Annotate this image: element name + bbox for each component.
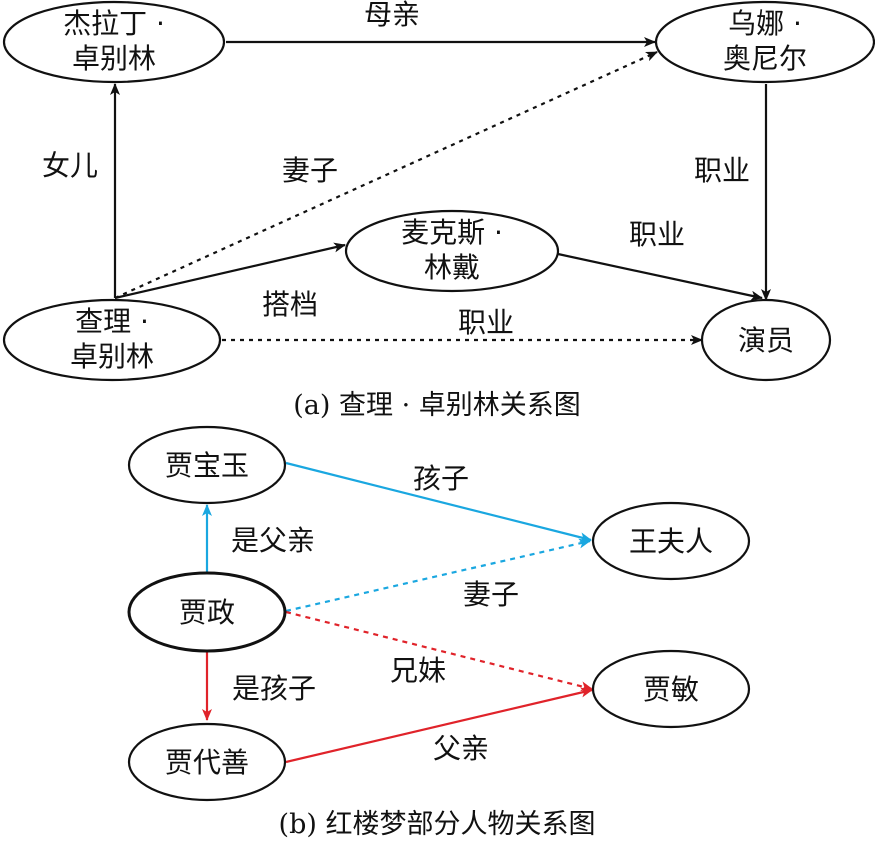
figure-a-edges (110, 37, 771, 345)
node-max-line1: 麦克斯 · (401, 216, 503, 249)
node-max-line2: 林戴 (424, 251, 480, 284)
node-charlie-line1: 查理 · (75, 305, 149, 338)
edge-label-father: 是父亲 (231, 524, 315, 557)
edge-charlie-to-oona (114, 50, 658, 300)
edge-zheng-to-min (285, 610, 593, 692)
node-oona-line1: 乌娜 · (728, 7, 802, 40)
caption-figure-b: (b) 红楼梦部分人物关系图 (279, 809, 596, 840)
node-baoyu-label: 贾宝玉 (165, 449, 249, 482)
edge-label-occupation-max: 职业 (629, 218, 685, 251)
node-baoyu: 贾宝玉 (127, 425, 287, 505)
edge-label-wife-a: 妻子 (282, 154, 338, 187)
node-jerald-line2: 卓别林 (72, 42, 156, 75)
node-daishan: 贾代善 (127, 722, 287, 802)
node-zheng: 贾政 (127, 571, 287, 653)
edge-label-mother: 母亲 (364, 0, 420, 31)
edge-baoyu-to-wang (285, 461, 592, 543)
edge-zheng-to-wang (285, 538, 591, 613)
edge-label-occupation-charlie: 职业 (458, 306, 514, 339)
node-actor: 演员 (700, 298, 832, 382)
caption-figure-a: (a) 查理 · 卓别林关系图 (293, 390, 581, 421)
node-oona: 乌娜 · 奥尼尔 (654, 0, 875, 84)
edge-label-dad: 父亲 (433, 732, 489, 765)
node-min: 贾敏 (591, 649, 751, 729)
node-jerald-line1: 杰拉丁 · (63, 7, 165, 40)
figure-b-edges (202, 461, 593, 764)
edge-max-to-actor (557, 252, 763, 301)
node-actor-label: 演员 (738, 324, 794, 357)
node-charlie-line2: 卓别林 (70, 340, 154, 373)
edge-label-wife-b: 妻子 (463, 578, 519, 611)
node-zheng-label: 贾政 (179, 596, 235, 629)
edge-label-child-wang: 孩子 (413, 462, 469, 495)
edge-label-sibling: 兄妹 (390, 654, 446, 687)
node-min-label: 贾敏 (643, 673, 699, 706)
edge-label-partner: 搭档 (262, 288, 318, 321)
node-oona-line2: 奥尼尔 (723, 42, 807, 75)
node-wang: 王夫人 (591, 501, 751, 581)
node-daishan-label: 贾代善 (165, 746, 249, 779)
edge-charlie-to-max (114, 242, 346, 300)
node-jerald: 杰拉丁 · 卓别林 (2, 0, 226, 84)
edge-daishan-to-min (285, 687, 593, 764)
node-charlie: 查理 · 卓别林 (2, 298, 222, 382)
node-max: 麦克斯 · 林戴 (344, 209, 560, 293)
edge-label-daughter: 女儿 (42, 149, 98, 182)
edge-label-occupation-oona: 职业 (694, 154, 750, 187)
node-wang-label: 王夫人 (629, 525, 713, 558)
edge-label-is-child: 是孩子 (232, 672, 316, 705)
